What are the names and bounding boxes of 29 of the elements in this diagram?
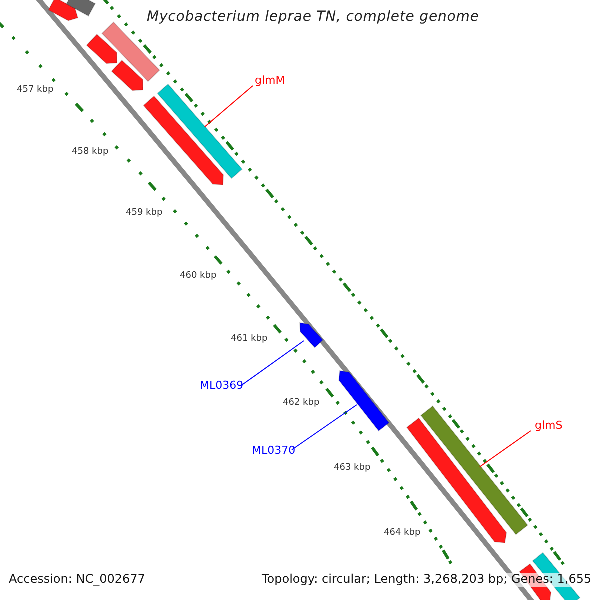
scale-label: 460 kbp: [180, 271, 217, 282]
scale-label: 461 kbp: [231, 334, 268, 344]
leader-line: [292, 404, 358, 450]
gene-segment: [111, 60, 144, 92]
title: Mycobacterium leprae TN, complete genome: [147, 9, 480, 26]
gene-label: ML0370: [252, 445, 296, 458]
accession-text: Accession: NC_002677: [9, 573, 146, 587]
scale-label: 463 kbp: [334, 463, 371, 474]
gene-segment: [157, 84, 243, 180]
gene-label: glmM: [255, 75, 286, 88]
gene-segment: [66, 0, 96, 17]
gene-segment: [420, 406, 529, 536]
gene-segment: [86, 34, 118, 64]
leader-line: [204, 86, 254, 128]
scale-label: 459 kbp: [126, 208, 163, 218]
scale-label: 464 kbp: [384, 528, 421, 538]
scale-label: 457 kbp: [17, 85, 54, 96]
leader-line: [240, 340, 304, 386]
genome-summary-text: Topology: circular; Length: 3,268,203 bp; Genes: 1,655: [262, 573, 592, 587]
gene-segment: [406, 418, 508, 544]
gene-segment: [143, 96, 224, 186]
gene-segment: [299, 322, 324, 348]
leader-line: [480, 430, 532, 468]
gene-label: glmS: [535, 420, 563, 433]
scale-label: 462 kbp: [283, 398, 320, 408]
gene-segment: [338, 370, 390, 432]
gene-label: ML0369: [200, 380, 244, 393]
gene-segment: [48, 0, 79, 22]
scale-label: 458 kbp: [72, 147, 109, 158]
